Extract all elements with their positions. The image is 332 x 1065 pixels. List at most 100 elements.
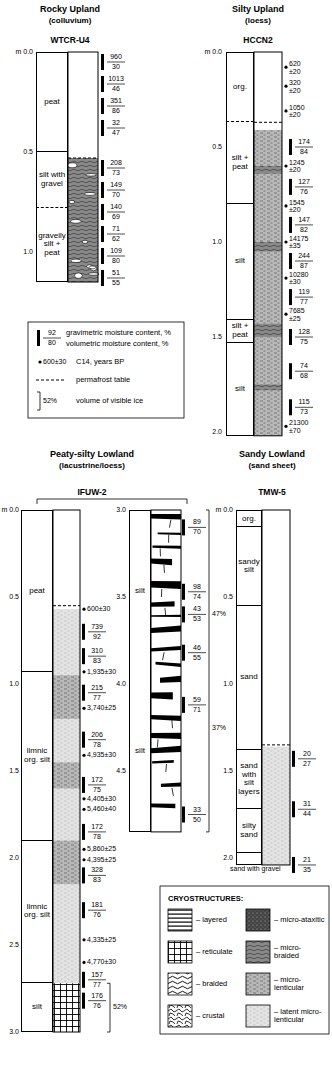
core-background: [254, 52, 282, 436]
lithology-unit: silt + peat: [226, 320, 254, 343]
moisture-value: 119: [298, 288, 309, 295]
core-texture: [254, 242, 282, 252]
fraction-line: [188, 591, 206, 592]
site-subtitle: (loess): [245, 17, 271, 25]
lithology-unit: silty sand: [236, 809, 262, 853]
gravel-clast: [89, 273, 100, 276]
moisture-value: 20: [303, 750, 311, 757]
unit-name: silt: [135, 587, 145, 595]
ice-vein: [161, 589, 162, 597]
moisture-value: 70: [193, 529, 201, 536]
core-id: TMW-5: [258, 488, 286, 497]
unit-name: org.: [233, 83, 247, 91]
ice-lens: [161, 783, 181, 788]
unit-name: peat: [44, 98, 60, 106]
fraction-line: [295, 371, 313, 372]
unit-name: sand with gravel: [230, 865, 281, 872]
core-texture: [53, 762, 80, 788]
site-subtitle: (colluvium): [49, 17, 92, 25]
ice-lens: [151, 601, 175, 607]
moisture-value: 80: [48, 339, 56, 346]
core-background: [53, 510, 80, 1032]
moisture-value: 78: [93, 833, 101, 840]
unit-name: org.: [242, 515, 256, 523]
unit-name: gravelly silt + peat: [37, 232, 67, 257]
radiocarbon-date: 1050 ±20: [289, 104, 311, 119]
depth-label: 2.0: [212, 428, 222, 435]
core-background: [151, 510, 181, 832]
depth-label: m 0.0: [215, 506, 233, 513]
ice-lens: [151, 804, 175, 809]
lithology-unit: limnic org. silt: [21, 841, 53, 984]
moisture-value: 75: [300, 338, 308, 345]
moisture-value: 172: [91, 776, 103, 783]
moisture-value: 206: [91, 731, 103, 738]
radiocarbon-date: 4,405±30: [87, 795, 116, 802]
lithology-unit: gravelly silt + peat: [36, 208, 68, 282]
legend-swatch: [246, 1005, 270, 1027]
sample-bar: [82, 824, 85, 840]
ice-vein: [169, 520, 170, 528]
core-outline: [262, 510, 290, 865]
sample-bar: [292, 751, 295, 767]
unit-name: silt + peat: [227, 322, 253, 339]
moisture-value: 74: [300, 363, 308, 370]
date-dot: [284, 66, 287, 69]
ice-volume: 47%: [212, 611, 226, 618]
ice-vein: [163, 652, 165, 660]
radiocarbon-date: 4,395±25: [87, 856, 116, 863]
moisture-value: 21: [303, 856, 311, 863]
moisture-value: 31: [303, 801, 311, 808]
core-background: [68, 52, 98, 282]
sample-bar: [182, 697, 185, 713]
radiocarbon-date: 5,460±40: [87, 806, 116, 813]
core-texture: [262, 747, 290, 865]
legend-heading: CRYOSTRUCTURES:: [168, 895, 243, 903]
sample-bar: [82, 685, 85, 701]
ice-lens: [151, 733, 181, 739]
moisture-value: 98: [193, 583, 201, 590]
fraction-line: [107, 234, 125, 235]
legend-text: – crustal: [196, 1012, 224, 1020]
moisture-value: 109: [110, 247, 122, 254]
date-dot: [82, 858, 85, 861]
permafrost-table-line: [53, 605, 80, 606]
sample-bar: [101, 76, 104, 92]
core-outline: [151, 510, 181, 832]
sample-bar: [289, 253, 292, 269]
fraction-line: [88, 631, 106, 632]
gravel-clast: [75, 273, 83, 279]
depth-label: 1.5: [223, 767, 233, 774]
lithology-unit: org.: [226, 52, 254, 122]
core-texture: [254, 385, 282, 391]
date-dot: [82, 808, 85, 811]
moisture-value: 32: [112, 119, 120, 126]
legend-swatch: [246, 909, 270, 931]
fraction-line: [188, 704, 206, 705]
lithology-unit: peat: [36, 52, 68, 152]
radiocarbon-date: 1245 ±20: [289, 159, 311, 174]
fraction-line: [295, 261, 313, 262]
legend-text: – braided: [196, 980, 227, 988]
moisture-value: 76: [93, 912, 101, 919]
lithology-unit: silt: [21, 983, 53, 1032]
moisture-value: 51: [112, 269, 120, 276]
radiocarbon-date: 620 ±20: [289, 60, 311, 75]
date-dot: [284, 164, 287, 167]
fraction-line: [88, 910, 106, 911]
moisture-value: 89: [193, 519, 201, 526]
fraction-line: [88, 979, 106, 980]
radiocarbon-date: 3,740±25: [87, 705, 116, 712]
sample-bar: [101, 248, 104, 264]
sample-bar: [101, 204, 104, 220]
site-title: Sandy Lowland: [239, 450, 305, 459]
core-texture: [53, 675, 80, 719]
sample-bar: [82, 777, 85, 793]
moisture-value: 35: [303, 866, 311, 873]
moisture-value: 244: [298, 252, 310, 259]
date-dot: [82, 608, 85, 611]
unit-name: sand with silt layers: [237, 762, 261, 796]
site-title: Peaty-silty Lowland: [50, 450, 134, 459]
radiocarbon-date: 4,935±30: [87, 752, 116, 759]
legend-swatch: [168, 1005, 192, 1027]
